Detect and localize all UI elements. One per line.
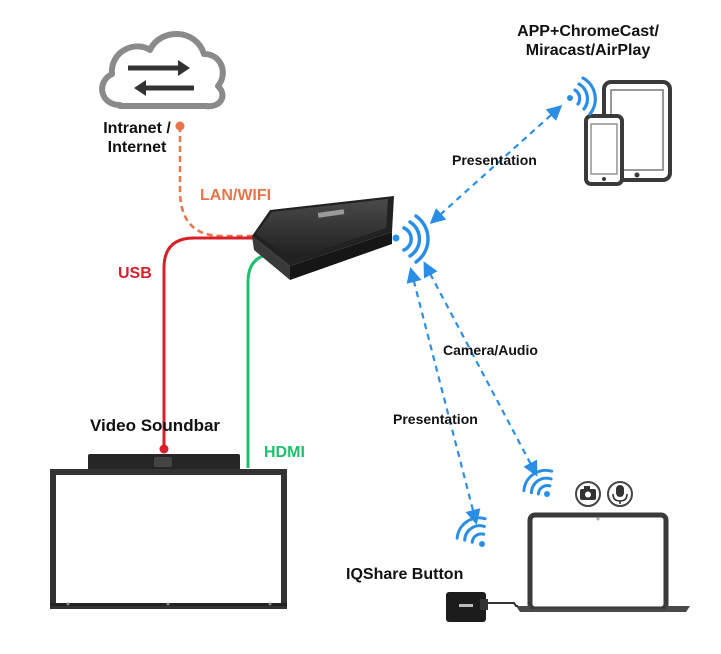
app-cast-label-line2: Miracast/AirPlay xyxy=(525,42,651,60)
camera-audio-label: Camera/Audio xyxy=(443,342,538,358)
wifi-signal-icon xyxy=(455,516,487,547)
usb-label: USB xyxy=(118,265,152,282)
intranet-label-line1: Intranet / xyxy=(103,120,171,137)
iqshare-button-label: IQShare Button xyxy=(346,566,464,583)
display-screen xyxy=(50,469,287,609)
intranet-label-line2: Internet xyxy=(107,139,167,157)
wifi-signal-icon xyxy=(522,468,554,497)
hdmi-label: HDMI xyxy=(264,444,305,461)
app-cast-label-line1: APP+ChromeCast/ xyxy=(517,23,659,40)
phone-icon xyxy=(584,114,624,186)
lan-cable xyxy=(175,121,286,238)
iqshare-button-device xyxy=(446,592,518,622)
media-box-device xyxy=(252,196,394,280)
presentation-top-label: Presentation xyxy=(452,152,537,168)
wifi-signal-icon xyxy=(567,76,597,116)
presentation-bottom-label: Presentation xyxy=(393,411,478,427)
wifi-signal-icon xyxy=(392,214,430,264)
lan-wifi-label: LAN/WIFI xyxy=(200,187,272,204)
wireless-links xyxy=(406,104,563,525)
hdmi-cable xyxy=(246,249,321,468)
presentation-link-app xyxy=(429,104,563,225)
laptop-icon xyxy=(516,512,690,612)
video-soundbar-label: Video Soundbar xyxy=(90,416,221,435)
camera-audio-link xyxy=(423,261,538,477)
presentation-link-button xyxy=(406,267,481,525)
app-cast-label: APP+ChromeCast/ Miracast/AirPlay xyxy=(500,22,676,60)
intranet-label: Intranet / Internet xyxy=(84,119,190,157)
microphone-icon xyxy=(607,481,633,507)
camera-icon xyxy=(575,481,601,507)
cloud-icon xyxy=(99,31,226,110)
